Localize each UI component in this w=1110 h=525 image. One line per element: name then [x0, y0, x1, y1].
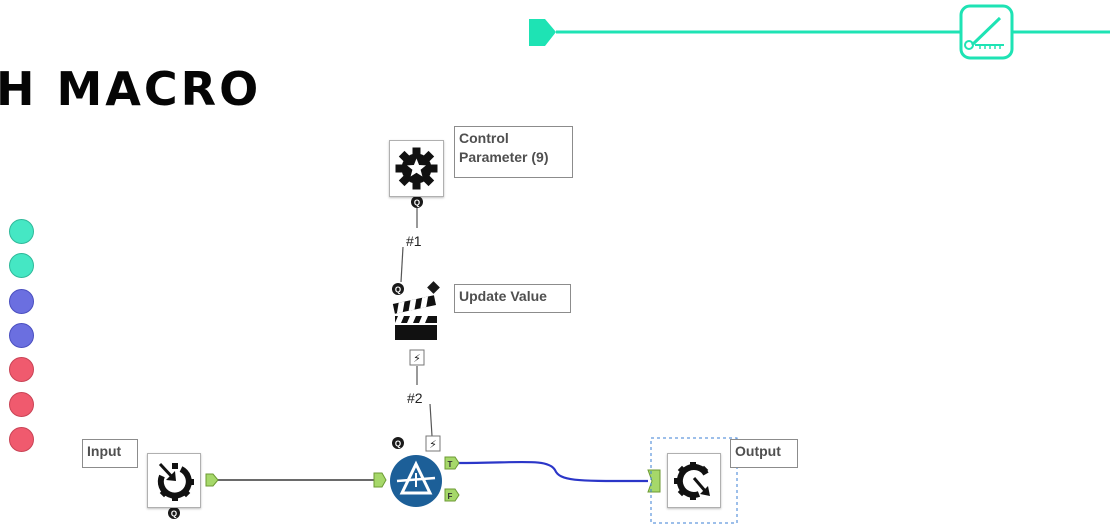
legend-dot-blue — [9, 289, 34, 314]
svg-text:⚡: ⚡ — [413, 352, 421, 365]
svg-text:Q: Q — [395, 440, 401, 449]
gear-star-icon — [395, 147, 438, 190]
svg-text:F: F — [448, 492, 453, 501]
legend-dot-teal — [9, 253, 34, 278]
input-label: Input — [82, 439, 138, 468]
connection-label-1: #1 — [406, 233, 422, 249]
selection-box — [650, 437, 738, 524]
anchors: Q Q ⚡ Q ⚡ Q T F — [168, 196, 661, 519]
macro-output-tool[interactable] — [667, 453, 721, 508]
page-title: H MACRO — [0, 62, 262, 116]
legend-dot-teal — [9, 219, 34, 244]
control-parameter-label: Control Parameter (9) — [454, 126, 573, 178]
macro-output-icon — [674, 462, 710, 500]
legend-dot-red — [9, 357, 34, 382]
svg-text:Q: Q — [414, 199, 420, 208]
output-label: Output — [730, 439, 798, 468]
filter-tool[interactable] — [388, 453, 444, 509]
svg-text:Q: Q — [171, 510, 177, 519]
svg-text:Q: Q — [395, 286, 401, 295]
legend-dot-red — [9, 392, 34, 417]
svg-text:T: T — [448, 460, 453, 469]
connection-label-2: #2 — [407, 390, 423, 406]
filter-icon — [390, 455, 442, 507]
macro-input-icon — [157, 462, 194, 501]
connection-lines — [218, 208, 649, 483]
legend-dot-blue — [9, 323, 34, 348]
macro-input-tool[interactable] — [147, 453, 201, 508]
ruler-icon — [959, 4, 1014, 60]
top-connector — [529, 19, 1110, 46]
clapperboard-icon — [392, 295, 437, 340]
control-parameter-tool[interactable] — [389, 140, 444, 197]
action-tool[interactable] — [392, 293, 440, 343]
action-label: Update Value — [454, 284, 571, 313]
svg-text:⚡: ⚡ — [429, 438, 437, 451]
legend-dot-red — [9, 427, 34, 452]
